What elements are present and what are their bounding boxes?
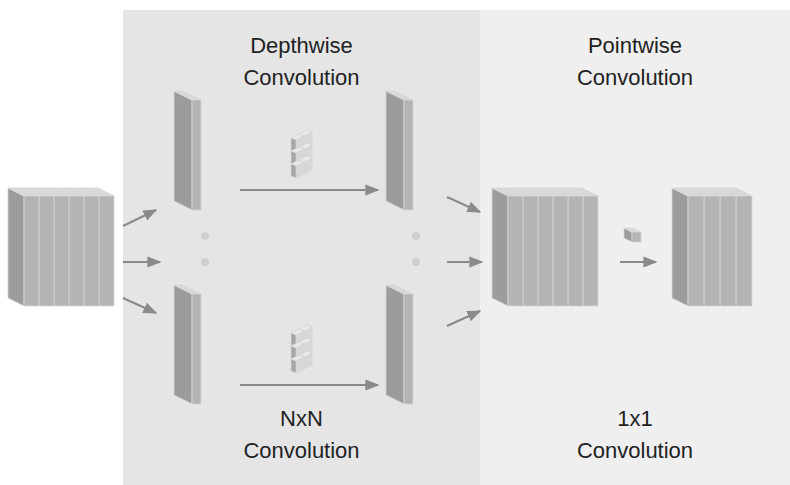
tensor-face [24,196,39,306]
tensor-face [174,91,192,210]
tensor-face [507,188,523,306]
tensor-face [720,188,736,306]
tensor-face [53,188,69,306]
tensor-face [523,196,538,306]
tensor-face [404,100,413,210]
tensor-face [736,196,752,306]
tensor-face [39,196,54,306]
tensor-face [492,188,508,306]
tensor-face [624,228,641,232]
tensor-face [583,196,598,306]
tensor-face [83,188,99,306]
tensor-face [174,285,201,294]
tensor-face [552,188,568,306]
panel-label: 1x1 Convolution [560,403,710,467]
tensor-face [522,188,538,306]
tensor-face [720,196,736,306]
tensor-face [632,232,641,242]
tensor-face [688,196,704,306]
tensor-face [23,188,39,306]
tensor-face [8,188,24,306]
panel-label: NxN Convolution [227,403,377,467]
tensor-face [386,91,413,100]
tensor-face [68,188,84,306]
tensor-face [704,196,720,306]
tensor-face [404,294,413,404]
tensor-blocks [8,91,752,404]
panel-label: Depthwise Convolution [227,30,377,94]
tensor-face [492,188,523,196]
tensor-face [38,188,54,306]
tensor-face [69,196,84,306]
tensor-face [192,100,201,210]
tensor-face [174,91,201,100]
tensor-face [386,91,404,210]
tensor-face [568,196,583,306]
tensor-face [672,188,688,306]
tensor-face [386,285,413,294]
tensor-face [672,188,704,196]
tensor-face [99,196,114,306]
tensor-face [84,196,99,306]
tensor-face [54,196,69,306]
tensor-face [174,285,192,404]
tensor-face [538,196,553,306]
tensor-face [508,196,523,306]
tensor-face [192,294,201,404]
panel-label: Pointwise Convolution [560,30,710,94]
tensor-face [567,188,583,306]
tensor-face [8,188,39,196]
tensor-face [291,164,296,178]
tensor-face [688,188,704,306]
tensor-face [291,359,296,373]
ellipsis-dots [201,232,420,266]
tensor-face [386,285,404,404]
band-panel: Depthwise ConvolutionNxN Convolution [123,10,480,485]
tensor-face [553,196,568,306]
tensor-face [537,188,553,306]
tensor-face [704,188,720,306]
